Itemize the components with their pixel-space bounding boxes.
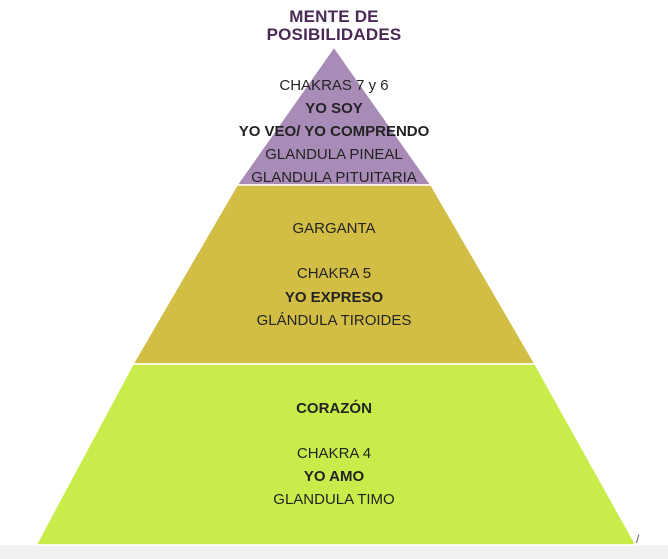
edge-mark: /: [636, 532, 640, 546]
top-tier-affirmation-1: YO SOY: [305, 100, 363, 117]
top-tier-gland-1: GLANDULA PINEAL: [265, 146, 403, 163]
bottom-tier-chakra: CHAKRA 4: [296, 445, 372, 462]
title-line-2: POSIBILIDADES: [266, 25, 402, 44]
top-tier-affirmation-2: YO VEO/ YO COMPRENDO: [238, 123, 430, 140]
bottom-tier-region: CORAZÓN: [296, 400, 372, 417]
bottom-tier-affirmation: YO AMO: [303, 468, 365, 485]
middle-tier-gland: GLÁNDULA TIROIDES: [256, 312, 412, 329]
pyramid-bottom-tier: [34, 363, 638, 546]
pyramid-title: MENTE DE POSIBILIDADES: [234, 8, 434, 44]
middle-tier-region: GARGANTA: [292, 220, 376, 237]
top-tier-gland-2: GLANDULA PITUITARIA: [251, 169, 417, 186]
bottom-tier-gland: GLANDULA TIMO: [273, 491, 395, 508]
top-tier-chakras: CHAKRAS 7 y 6: [279, 77, 389, 94]
middle-tier-chakra: CHAKRA 5: [296, 265, 372, 282]
middle-tier-affirmation: YO EXPRESO: [284, 289, 384, 306]
page-bottom-band: [0, 545, 668, 559]
title-line-1: MENTE DE: [289, 7, 379, 26]
